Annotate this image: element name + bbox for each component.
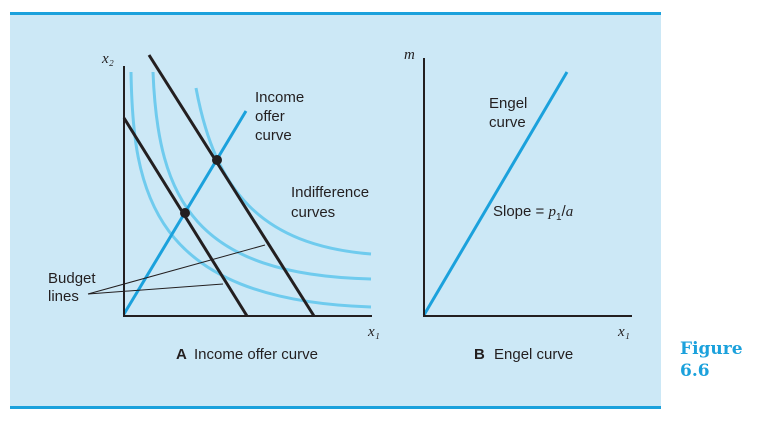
indifference-curve-3 (194, 87, 372, 256)
figure-label-line1: Figure (680, 339, 743, 359)
panel-a-x-axis-label: x₁ (367, 324, 380, 340)
slope-a: a (566, 204, 574, 220)
figure-label-line2: 6.6 (680, 361, 710, 381)
budget-label-line2: lines (48, 288, 79, 305)
slope-label: Slope = p1/a (493, 203, 573, 223)
panel-b-caption-text: Engel curve (494, 346, 573, 363)
figure-label: Figure 6.6 (680, 338, 743, 382)
engel-curve (422, 71, 569, 316)
budget-pointer-2 (87, 283, 224, 295)
panel-a: x₂ x₁ Income offer curve Indifference cu… (48, 51, 380, 363)
indifference-label-line2: curves (291, 204, 335, 221)
offer-curve-label-line1: Income (255, 89, 304, 106)
indifference-curve-1 (129, 71, 372, 309)
slope-slash: / (562, 203, 567, 220)
panel-b: m x₁ Engel curve Slope = p1/a B Engel cu… (404, 47, 632, 363)
panel-a-caption-text: Income offer curve (194, 346, 318, 363)
panel-b-caption-letter: B (474, 346, 485, 363)
engel-label-line2: curve (489, 114, 526, 131)
slope-p: p (547, 204, 556, 220)
tangency-point-2 (212, 155, 222, 165)
panel-b-x-axis-label: x₁ (617, 324, 630, 340)
slope-prefix: Slope = (493, 203, 548, 220)
panel-b-y-axis-label: m (404, 47, 415, 63)
engel-label-line1: Engel (489, 95, 527, 112)
slope-subscript: 1 (556, 212, 562, 223)
panel-a-y-axis-label: x₂ (101, 51, 114, 67)
budget-line-2 (147, 54, 316, 317)
offer-curve-label-line2: offer (255, 108, 285, 125)
budget-pointer-1 (87, 244, 266, 295)
offer-curve-label-line3: curve (255, 127, 292, 144)
indifference-curve-2 (151, 71, 372, 281)
panel-a-caption-letter: A (176, 346, 187, 363)
tangency-point-1 (180, 208, 190, 218)
budget-label-line1: Budget (48, 270, 96, 287)
figure-panel (10, 12, 661, 409)
indifference-label-line1: Indifference (291, 184, 369, 201)
